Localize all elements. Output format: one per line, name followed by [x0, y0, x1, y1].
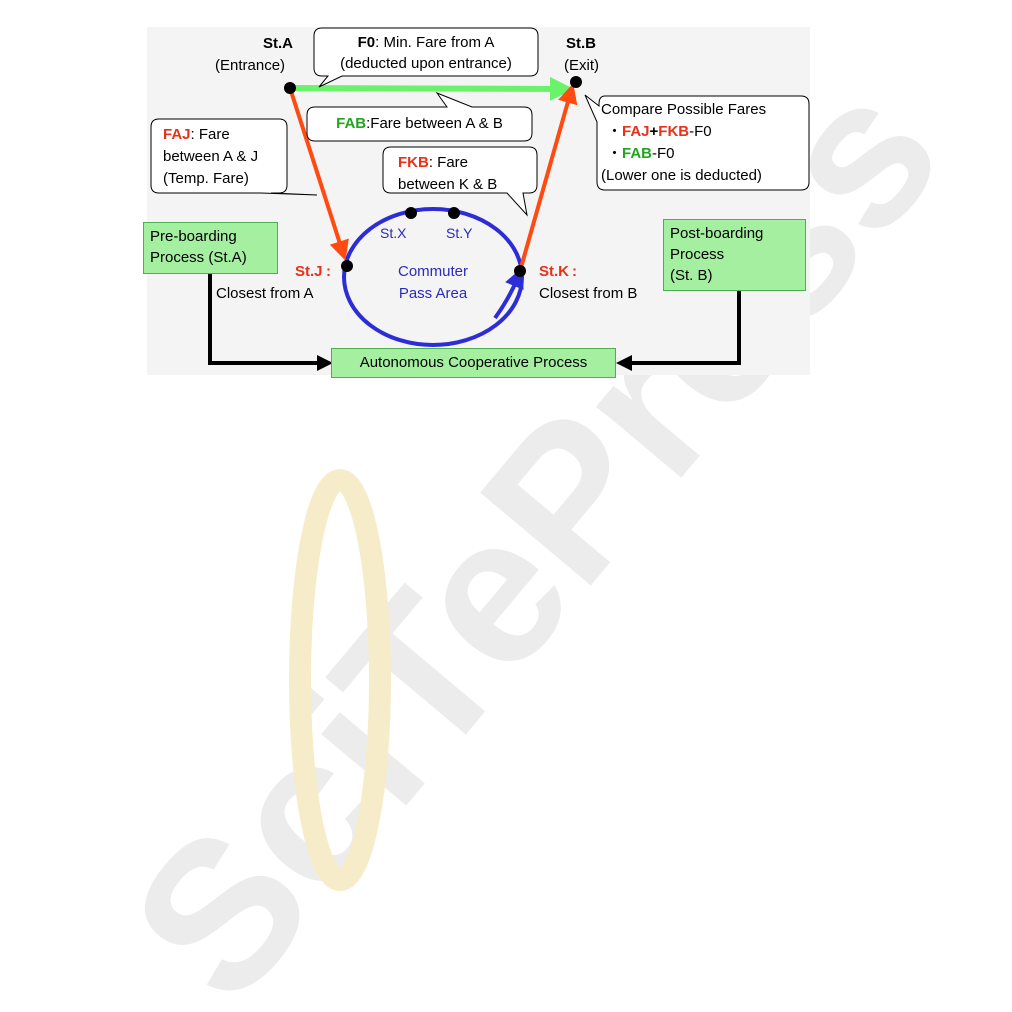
- faj-callout-bubble: [150, 118, 318, 196]
- f0-desc: : Min. Fare from A: [375, 34, 495, 51]
- post-boarding-line2: Process: [670, 246, 725, 263]
- faj-callout-line3: (Temp. Fare): [163, 170, 249, 187]
- route-a-to-j: [288, 87, 349, 261]
- station-k-note: Closest from B: [539, 285, 638, 302]
- fab-code: FAB: [336, 115, 367, 132]
- post-boarding-line1: Post-boarding: [670, 225, 764, 242]
- compare-footer: (Lower one is deducted): [601, 167, 762, 184]
- station-j-name: St.J: [295, 263, 323, 280]
- compare-opt1-fkb: FKB: [658, 123, 690, 140]
- f0-callout-bubble: [313, 27, 539, 88]
- compare-callout-bubble: [584, 94, 810, 191]
- compare-opt1-rest: -F0: [689, 123, 712, 140]
- fkb-desc: : Fare: [428, 154, 469, 171]
- faj-callout-line1: FAJ: Fare: [163, 124, 230, 145]
- station-j-colon: :: [326, 263, 331, 280]
- station-a-dot: [284, 82, 296, 94]
- compare-opt1-plus: +: [649, 123, 659, 140]
- route-a-to-b: [289, 76, 574, 101]
- station-k-dot: [514, 265, 526, 277]
- compare-bullet-2: ・: [607, 145, 623, 162]
- fkb-code: FKB: [398, 154, 429, 171]
- f0-code: F0: [357, 34, 376, 51]
- diagram-panel: St.A (Entrance) St.B (Exit) St.J : Close…: [143, 27, 810, 378]
- compare-opt1-faj: FAJ: [622, 123, 650, 140]
- station-k-name: St.K: [539, 263, 569, 280]
- station-y-dot: [448, 207, 460, 219]
- post-boarding-connector: [616, 291, 741, 371]
- compare-title: Compare Possible Fares: [601, 101, 767, 118]
- fkb-callout-bubble: [382, 146, 538, 217]
- pre-boarding-line1: Pre-boarding: [150, 228, 237, 245]
- fkb-callout-line1: FKB: Fare: [398, 152, 468, 173]
- station-j-dot: [341, 260, 353, 272]
- station-x-name: St.X: [380, 225, 407, 241]
- autonomous-process-box: Autonomous Cooperative Process: [331, 348, 616, 378]
- post-boarding-line3: (St. B): [670, 267, 713, 284]
- station-b-dot: [570, 76, 582, 88]
- route-k-to-b: [518, 83, 578, 272]
- compare-opt2-fab: FAB: [622, 145, 653, 162]
- pre-boarding-box: Pre-boarding Process (St.A): [143, 222, 278, 274]
- faj-code: FAJ: [163, 126, 191, 143]
- compare-option-2: ・FAB-F0: [607, 143, 675, 164]
- pre-boarding-connector: [208, 274, 333, 371]
- compare-option-1: ・FAJ+FKB-F0: [607, 121, 712, 142]
- station-a-note: (Entrance): [215, 57, 286, 74]
- station-y-name: St.Y: [446, 225, 473, 241]
- station-x-dot: [405, 207, 417, 219]
- diagram-graphics: [150, 27, 810, 371]
- station-b-note: (Exit): [564, 57, 599, 74]
- faj-desc: : Fare: [190, 126, 230, 143]
- commuter-area-line1: Commuter: [397, 263, 468, 280]
- fab-callout-text: FAB:Fare between A & B: [307, 113, 532, 134]
- fkb-callout-line2: between K & B: [398, 176, 498, 193]
- compare-bullet-1: ・: [607, 123, 623, 140]
- f0-callout-line2: (deducted upon entrance): [340, 55, 512, 72]
- faj-callout-line2: between A & J: [163, 148, 259, 165]
- station-j-note: Closest from A: [216, 285, 314, 302]
- autonomous-process-label: Autonomous Cooperative Process: [359, 354, 588, 371]
- compare-opt2-rest: -F0: [652, 145, 675, 162]
- watermark-ring: [289, 469, 391, 891]
- f0-callout-line1: F0: Min. Fare from A: [314, 32, 538, 53]
- loop-arrow: [493, 267, 524, 320]
- station-a-name: St.A: [263, 35, 293, 52]
- commuter-area-line2: Pass Area: [398, 285, 468, 302]
- post-boarding-box: Post-boarding Process (St. B): [663, 219, 806, 291]
- station-b-name: St.B: [566, 35, 596, 52]
- station-k-colon: :: [572, 263, 577, 280]
- fab-desc: :Fare between A & B: [366, 115, 503, 132]
- pre-boarding-line2: Process (St.A): [150, 249, 247, 266]
- fab-callout-bubble: [306, 91, 533, 142]
